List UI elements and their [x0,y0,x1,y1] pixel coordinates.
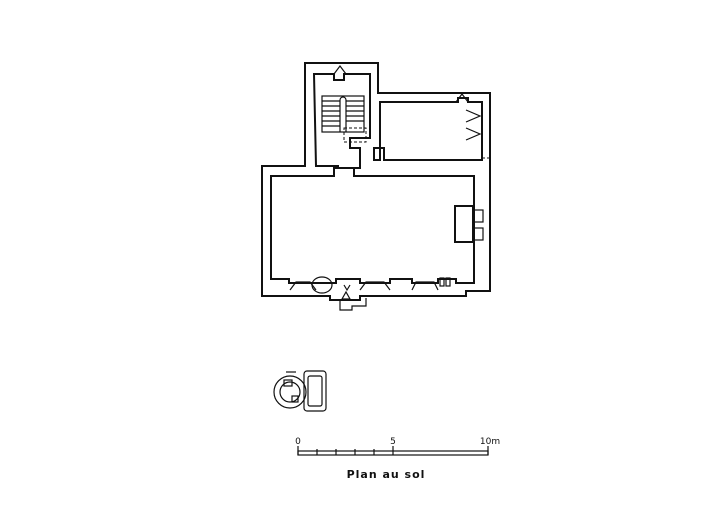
scale-label-0: 0 [295,437,301,447]
entrance-steps [339,284,367,311]
stair-tower-inner-wall [312,73,371,169]
fireplace [454,205,484,243]
staircase [321,95,367,143]
window-recesses [289,65,492,294]
well-and-trough [273,370,327,412]
building-outline [261,62,491,301]
scale-label-10m: 10m [480,437,500,447]
outer-wall [261,62,491,301]
scale-label-5: 5 [390,437,396,447]
back-room-inner-wall [373,97,483,161]
plan-caption: Plan au sol [346,468,426,481]
main-room-inner-wall [270,167,475,284]
scale-bar: 0 5 10m [295,437,500,456]
